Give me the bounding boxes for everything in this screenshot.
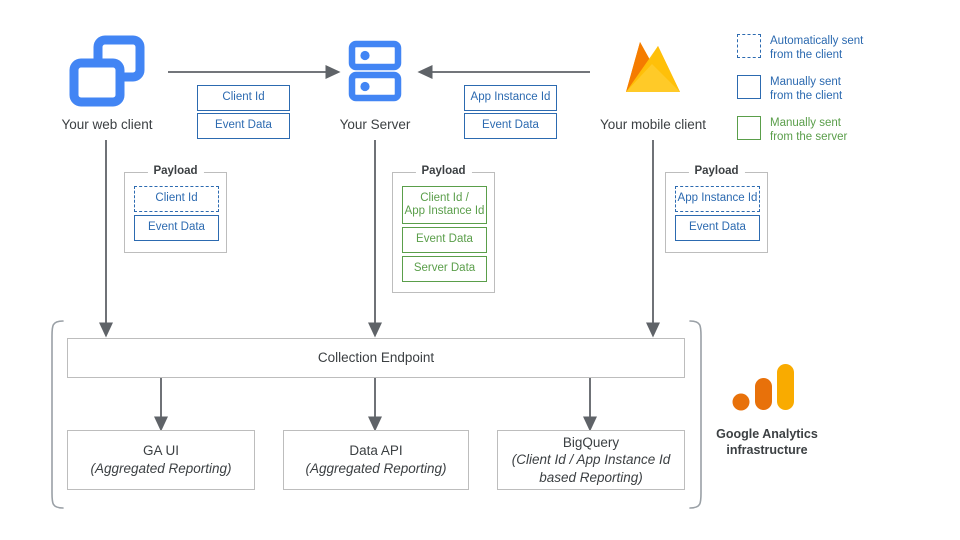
output-box-bigquery[interactable]: BigQuery (Client Id / App Instance Id ba… bbox=[497, 430, 685, 490]
legend-swatch-solid-green bbox=[737, 115, 761, 140]
payload-mobile-client: Payload App Instance Id Event Data bbox=[665, 165, 768, 253]
payload-title: Payload bbox=[147, 165, 204, 177]
payload-chip: Event Data bbox=[675, 215, 760, 241]
browser-windows-icon bbox=[69, 35, 145, 107]
output-title: GA UI bbox=[142, 443, 179, 459]
legend-item-manual-server: Manually sent from the server bbox=[737, 115, 863, 145]
google-analytics-brand: Google Analytics infrastructure bbox=[707, 362, 827, 459]
transfer-mobile-to-server: App Instance Id Event Data bbox=[464, 85, 557, 139]
output-title: Data API bbox=[349, 443, 403, 459]
node-server-label: Your Server bbox=[339, 117, 411, 132]
infrastructure-bracket-right bbox=[689, 320, 702, 509]
legend-label-line-1: Manually sent bbox=[770, 75, 841, 88]
google-analytics-logo bbox=[732, 364, 794, 411]
node-web-client-label: Your web client bbox=[61, 117, 153, 132]
node-mobile-client-label: Your mobile client bbox=[599, 117, 707, 132]
brand-line-1: Google Analytics bbox=[716, 427, 818, 441]
transfer-web-to-server: Client Id Event Data bbox=[197, 85, 290, 139]
transfer-chip: Event Data bbox=[464, 113, 557, 139]
payload-chip: Client Id / App Instance Id bbox=[402, 186, 487, 224]
output-subtitle: (Client Id / App Instance Id based Repor… bbox=[511, 452, 671, 485]
output-subtitle: (Aggregated Reporting) bbox=[305, 461, 447, 476]
payload-web-client: Payload Client Id Event Data bbox=[124, 165, 227, 253]
collection-endpoint-label: Collection Endpoint bbox=[317, 350, 435, 366]
payload-title: Payload bbox=[688, 165, 745, 177]
payload-chip: Client Id bbox=[134, 186, 219, 212]
firebase-flame-icon bbox=[626, 42, 680, 92]
brand-line-2: infrastructure bbox=[726, 443, 808, 458]
payload-chip: Server Data bbox=[402, 256, 487, 282]
legend-label-line-1: Automatically sent bbox=[770, 35, 864, 47]
output-box-data-api[interactable]: Data API (Aggregated Reporting) bbox=[283, 430, 469, 490]
legend-label-line-2: from the server bbox=[770, 130, 848, 143]
payload-server: Payload Client Id / App Instance Id Even… bbox=[392, 165, 495, 293]
output-box-ga-ui[interactable]: GA UI (Aggregated Reporting) bbox=[67, 430, 255, 490]
legend-item-manual-client: Manually sent from the client bbox=[737, 74, 863, 104]
payload-chip: Event Data bbox=[402, 227, 487, 253]
payload-chip: Event Data bbox=[134, 215, 219, 241]
transfer-chip: Client Id bbox=[197, 85, 290, 111]
server-racks-icon bbox=[348, 40, 402, 102]
legend-label-line-2: from the client bbox=[770, 90, 843, 103]
legend: Automatically sent from the client Manua… bbox=[737, 34, 863, 156]
legend-item-auto-client: Automatically sent from the client bbox=[737, 34, 863, 63]
transfer-chip: App Instance Id bbox=[464, 85, 557, 111]
legend-label-line-2: from the client bbox=[770, 49, 843, 62]
payload-title: Payload bbox=[415, 165, 472, 177]
transfer-chip: Event Data bbox=[197, 113, 290, 139]
node-server: Your Server bbox=[316, 34, 434, 132]
collection-endpoint-box[interactable]: Collection Endpoint bbox=[67, 338, 685, 378]
legend-swatch-solid-blue bbox=[737, 74, 761, 99]
legend-label-line-1: Manually sent bbox=[770, 116, 841, 129]
payload-chip: App Instance Id bbox=[675, 186, 760, 212]
output-title: BigQuery bbox=[562, 434, 620, 450]
node-mobile-client: Your mobile client bbox=[588, 34, 718, 132]
node-web-client: Your web client bbox=[48, 34, 166, 132]
infrastructure-bracket-left bbox=[51, 320, 64, 509]
output-subtitle: (Aggregated Reporting) bbox=[90, 461, 232, 476]
legend-swatch-dashed-blue bbox=[737, 34, 761, 58]
